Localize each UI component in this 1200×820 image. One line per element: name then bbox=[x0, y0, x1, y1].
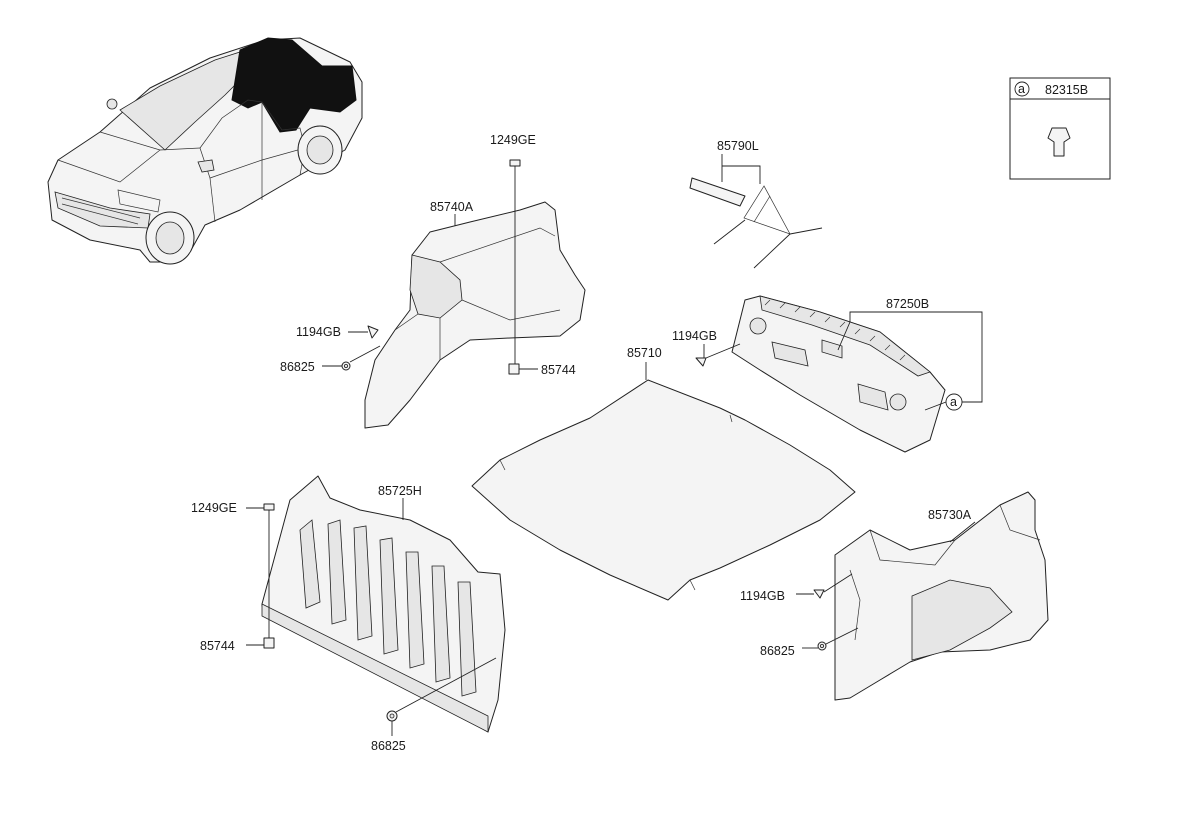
label-85710: 85710 bbox=[627, 346, 662, 360]
leader-line bbox=[837, 321, 851, 351]
fastener-86825-right[interactable] bbox=[817, 641, 827, 651]
label-85725H: 85725H bbox=[378, 484, 422, 498]
label-85744-left: 85744 bbox=[200, 639, 235, 653]
leader-line bbox=[949, 521, 976, 543]
part-85730A-right-trunk-trim[interactable] bbox=[834, 491, 1049, 701]
fastener-1249GE-top[interactable] bbox=[509, 159, 521, 178]
label-85744-right: 85744 bbox=[541, 363, 576, 377]
label-85730A: 85730A bbox=[928, 508, 972, 522]
part-85710-trunk-mat[interactable] bbox=[471, 379, 856, 601]
label-87250B-ref: a bbox=[950, 395, 957, 409]
fastener-1249GE-left[interactable] bbox=[263, 503, 275, 511]
fastener-1194GB-right[interactable] bbox=[813, 589, 825, 599]
clip-82315B[interactable] bbox=[1047, 127, 1071, 157]
label-1249GE-left: 1249GE bbox=[191, 501, 237, 515]
fastener-85744-left[interactable] bbox=[263, 637, 275, 649]
fastener-86825-bottom[interactable] bbox=[386, 710, 398, 722]
part-85725H-trunk-panel[interactable] bbox=[261, 475, 506, 733]
label-85790L: 85790L bbox=[717, 139, 759, 153]
label-85740A: 85740A bbox=[430, 200, 474, 214]
part-85790L-warning-triangle[interactable] bbox=[689, 177, 823, 269]
reference-marker-a bbox=[945, 393, 963, 411]
label-82315B: 82315B bbox=[1045, 83, 1088, 97]
label-1249GE-top: 1249GE bbox=[490, 133, 536, 147]
leader-line bbox=[924, 401, 947, 411]
label-86825-right: 86825 bbox=[760, 644, 795, 658]
leader-line bbox=[349, 345, 381, 363]
label-1194GB-mid: 1194GB bbox=[672, 329, 717, 343]
label-86825-left: 86825 bbox=[280, 360, 315, 374]
callout-box-82315B bbox=[1009, 77, 1111, 180]
label-86825-bottom: 86825 bbox=[371, 739, 406, 753]
leader-line bbox=[825, 627, 859, 645]
leader-line bbox=[849, 311, 983, 403]
fastener-85744-right[interactable] bbox=[508, 363, 520, 375]
part-85740A-left-trunk-trim[interactable] bbox=[364, 201, 586, 429]
highlighted-trunk-area bbox=[231, 37, 357, 133]
fastener-86825-left[interactable] bbox=[341, 361, 351, 371]
leader-line bbox=[395, 657, 497, 713]
label-1194GB-left: 1194GB bbox=[296, 325, 341, 339]
fastener-1194GB-left[interactable] bbox=[367, 325, 379, 339]
label-1194GB-right: 1194GB bbox=[740, 589, 785, 603]
label-87250B: 87250B bbox=[886, 297, 929, 311]
fastener-1194GB-mid[interactable] bbox=[695, 357, 707, 367]
label-82315B-ref: a bbox=[1018, 82, 1025, 96]
part-87250B-trunk-sill-cover[interactable] bbox=[731, 295, 946, 453]
leader-line bbox=[705, 343, 741, 359]
leader-line bbox=[721, 154, 761, 184]
vehicle-illustration bbox=[47, 37, 363, 265]
leader-line bbox=[823, 573, 853, 593]
